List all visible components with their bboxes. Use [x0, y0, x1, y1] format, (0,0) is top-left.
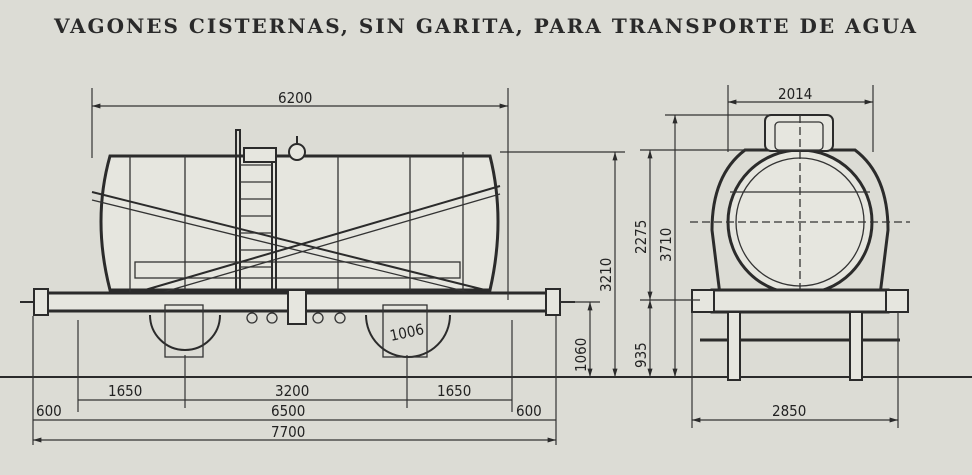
axle-box-right [382, 304, 428, 358]
brake-gear [246, 312, 346, 324]
manhole-dome [243, 147, 277, 163]
dim-tank-width: 2014 [778, 85, 812, 103]
dim-end-height: 3710 [657, 228, 675, 262]
dim-wheelbase: 3200 [275, 382, 309, 400]
tank-body [99, 154, 500, 292]
dome-handle-inner [774, 121, 824, 151]
tie-strap [149, 193, 501, 297]
tank-saddle [134, 261, 461, 279]
buffer-left [33, 288, 49, 316]
tie-strap [91, 199, 481, 296]
tie-strap [144, 185, 501, 291]
dim-buffer-right: 600 [516, 402, 542, 420]
tie-strap [91, 191, 486, 291]
dim-track-width: 2850 [772, 402, 806, 420]
dim-left-overhang: 1650 [108, 382, 142, 400]
end-buffer-right [885, 289, 909, 313]
dim-buffer-left: 600 [36, 402, 62, 420]
dome-handle [764, 114, 834, 152]
end-headstock [710, 288, 890, 314]
end-buffer-left [691, 289, 715, 313]
dim-buffer-height: 1060 [572, 338, 590, 372]
end-view: 2014 2850 2275 935 3710 [632, 85, 910, 428]
ladder-rail [235, 129, 241, 291]
end-wheel-left [727, 311, 741, 381]
filler-valve [288, 143, 306, 161]
dim-frame-length: 6500 [271, 402, 305, 420]
wheel-left [149, 314, 221, 351]
axle-box-left [164, 304, 204, 358]
dim-overall-length: 7700 [271, 423, 305, 441]
dim-tank-length: 6200 [278, 89, 312, 107]
dim-right-overhang: 1650 [437, 382, 471, 400]
drawing-title: VAGONES CISTERNAS, SIN GARITA, PARA TRAN… [54, 14, 918, 38]
buffer-right [545, 288, 561, 316]
dim-tank-height: 2275 [632, 220, 650, 254]
wheel-diameter-label: 1006 [388, 320, 425, 345]
dim-side-height: 3210 [597, 258, 615, 292]
side-view: 1006 6200 1650 3200 1650 600 6500 600 [0, 88, 972, 445]
end-wheel-right [849, 311, 863, 381]
ladder-rungs [240, 164, 272, 268]
dim-frame-height: 935 [632, 342, 650, 368]
discharge-valve [287, 289, 307, 325]
